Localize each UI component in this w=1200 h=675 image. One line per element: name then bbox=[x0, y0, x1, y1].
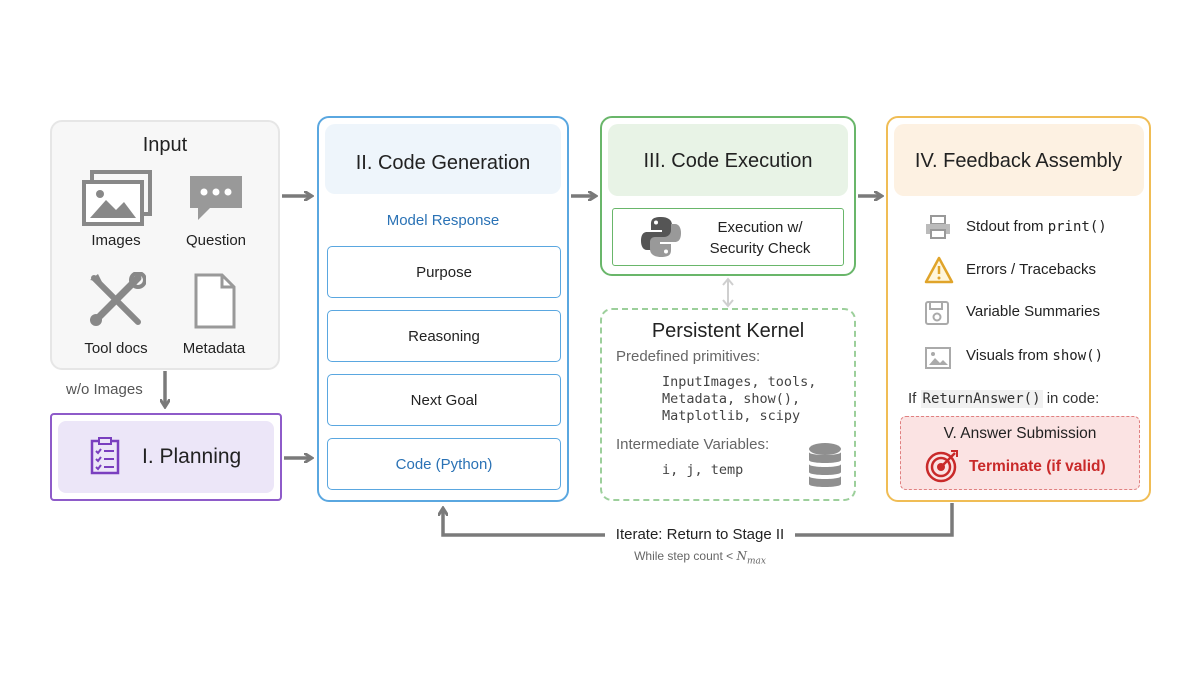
printer-icon bbox=[926, 215, 950, 239]
iterate-condition-text: While step count < bbox=[634, 549, 737, 563]
visuals-text: Visuals from bbox=[966, 347, 1053, 364]
next-goal-box: Next Goal bbox=[327, 374, 561, 426]
answer-submission-title: V. Answer Submission bbox=[943, 425, 1097, 442]
n-symbol: N bbox=[736, 549, 747, 563]
planning-panel: I. Planning bbox=[50, 413, 282, 501]
kernel-title: Persistent Kernel bbox=[651, 320, 805, 342]
execution-label: Execution w/ Security Check bbox=[685, 217, 835, 259]
planning-inner-box: I. Planning bbox=[58, 421, 274, 493]
input-panel: Input Images Question Tool docs Metadata bbox=[50, 120, 280, 370]
predefined-primitives-label: Predefined primitives: bbox=[616, 348, 761, 365]
max-subscript: max bbox=[746, 556, 766, 567]
planning-label: I. Planning bbox=[142, 445, 242, 468]
purpose-box: Purpose bbox=[327, 246, 561, 298]
chat-bubble-icon bbox=[190, 176, 242, 220]
code-execution-panel: III. Code Execution Execution w/ Securit… bbox=[600, 116, 856, 276]
question-label: Question bbox=[185, 232, 247, 249]
python-logo-icon bbox=[641, 217, 681, 257]
execution-security-box: Execution w/ Security Check bbox=[612, 208, 844, 266]
code-execution-title: III. Code Execution bbox=[643, 150, 813, 172]
exec-kernel-link bbox=[722, 277, 734, 308]
primitives-line-3: Matplotlib, scipy bbox=[662, 408, 801, 424]
variable-summaries-item: Variable Summaries bbox=[966, 303, 1100, 320]
intermediate-variables-code: i, j, temp bbox=[662, 462, 744, 478]
stdout-text: Stdout from bbox=[966, 218, 1048, 235]
code-python-box: Code (Python) bbox=[327, 438, 561, 490]
iterate-condition: While step count < Nmax bbox=[620, 549, 780, 566]
primitives-line-2: Metadata, show(), bbox=[662, 391, 801, 407]
return-answer-condition: If ReturnAnswer() in code: bbox=[908, 390, 1100, 408]
return-answer-code: ReturnAnswer() bbox=[920, 390, 1043, 408]
primitives-line-1: InputImages, tools, bbox=[662, 374, 817, 390]
terminate-label: Terminate (if valid) bbox=[969, 458, 1106, 475]
code-generation-title: II. Code Generation bbox=[355, 152, 531, 174]
code-execution-header bbox=[608, 124, 848, 196]
metadata-label: Metadata bbox=[182, 340, 246, 357]
tool-docs-label: Tool docs bbox=[84, 340, 148, 357]
iterate-label: Iterate: Return to Stage II bbox=[605, 526, 795, 543]
visuals-item: Visuals from show() bbox=[966, 347, 1103, 364]
feedback-assembly-header bbox=[894, 124, 1144, 196]
input-title: Input bbox=[142, 134, 188, 156]
images-label: Images bbox=[91, 232, 141, 249]
stdout-code: print() bbox=[1047, 219, 1107, 235]
stdout-item: Stdout from print() bbox=[966, 218, 1107, 235]
if-prefix: If bbox=[908, 390, 921, 407]
floppy-icon bbox=[925, 301, 949, 325]
execution-label-line2: Security Check bbox=[709, 240, 811, 257]
feedback-assembly-panel: IV. Feedback Assembly Stdout from print(… bbox=[886, 116, 1151, 502]
code-generation-header bbox=[325, 124, 561, 194]
picture-icon bbox=[925, 347, 951, 369]
document-icon bbox=[194, 273, 236, 329]
visuals-code: show() bbox=[1052, 348, 1103, 364]
reasoning-box: Reasoning bbox=[327, 310, 561, 362]
errors-item: Errors / Tracebacks bbox=[966, 261, 1097, 278]
images-icon bbox=[82, 170, 152, 226]
intermediate-variables-label: Intermediate Variables: bbox=[616, 436, 770, 453]
persistent-kernel-panel: Persistent Kernel Predefined primitives:… bbox=[600, 308, 856, 501]
if-suffix: in code: bbox=[1042, 390, 1100, 407]
warning-icon bbox=[924, 256, 954, 284]
answer-submission-panel: V. Answer Submission Terminate (if valid… bbox=[900, 416, 1140, 490]
target-icon bbox=[925, 450, 958, 483]
model-response-label: Model Response bbox=[386, 212, 500, 229]
database-icon bbox=[809, 443, 841, 487]
predefined-primitives-code: InputImages, tools, Metadata, show(), Ma… bbox=[662, 374, 816, 425]
without-images-label: w/o Images bbox=[66, 381, 143, 398]
code-generation-panel: II. Code Generation Model Response Purpo… bbox=[317, 116, 569, 502]
execution-label-line1: Execution w/ bbox=[717, 219, 803, 236]
feedback-assembly-title: IV. Feedback Assembly bbox=[914, 150, 1123, 172]
tools-icon bbox=[90, 272, 146, 326]
checklist-icon bbox=[90, 437, 120, 475]
